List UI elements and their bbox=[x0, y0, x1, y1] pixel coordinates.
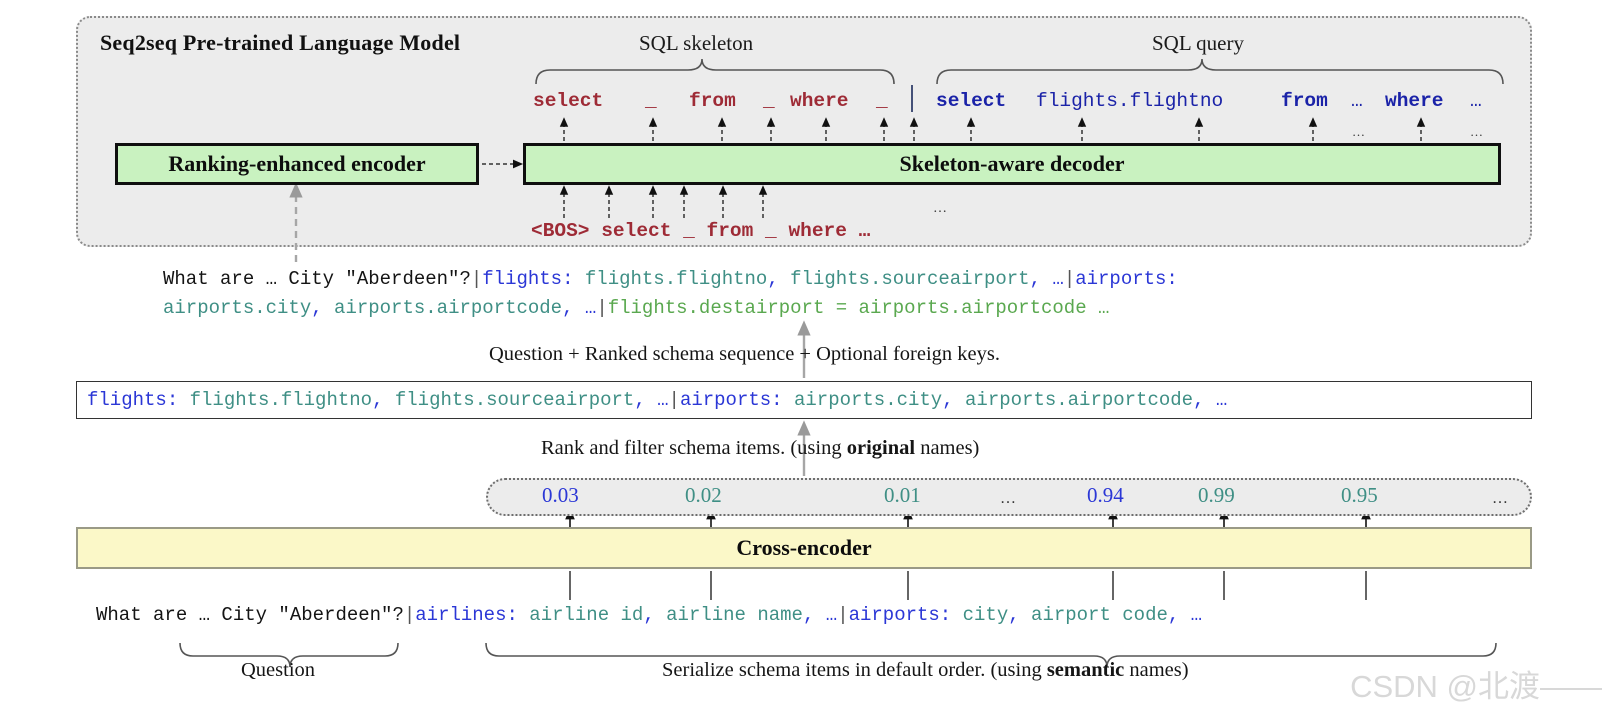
skeleton-token-slot-2: _ bbox=[763, 90, 775, 112]
query-token-where-ellipsis: … bbox=[1470, 90, 1482, 112]
rank-filter-caption-suffix: names) bbox=[915, 437, 980, 459]
panel-title: Seq2seq Pre-trained Language Model bbox=[100, 30, 461, 55]
separator-r1: | bbox=[668, 389, 680, 411]
cross-encoder-label: Cross-encoder bbox=[736, 535, 872, 560]
serialize-caption-bold: semantic bbox=[1046, 659, 1125, 681]
decoder-input-sequence: <BOS> select _ from _ where … bbox=[531, 220, 871, 242]
score-ellipsis-1: … bbox=[1000, 490, 1016, 507]
ranked-column-flightno: flights.flightno bbox=[189, 389, 373, 411]
serialize-schema-caption: Serialize schema items in default order.… bbox=[662, 659, 1189, 682]
encoder-box-label: Ranking-enhanced encoder bbox=[168, 151, 426, 176]
space bbox=[573, 268, 584, 290]
column-airports-airportcode: airports.airportcode bbox=[334, 297, 563, 319]
score-value-2: 0.02 bbox=[685, 483, 722, 507]
table-flights: flights: bbox=[482, 268, 574, 290]
serialize-caption-suffix: names) bbox=[1124, 659, 1189, 681]
ranked-column-sourceairport: flights.sourceairport bbox=[394, 389, 635, 411]
ce-table-airports: airports: bbox=[848, 604, 952, 626]
skeleton-token-where: where bbox=[790, 90, 849, 112]
ranked-schema-sequence: flights: flights.flightno, flights.sourc… bbox=[87, 389, 1227, 411]
ranked-column-city: airports.city bbox=[793, 389, 943, 411]
ranked-column-airportcode: airports.airportcode bbox=[965, 389, 1194, 411]
column-airports-city: airports.city bbox=[163, 297, 312, 319]
encoder-input-caption: Question + Ranked schema sequence + Opti… bbox=[489, 343, 1000, 365]
skeleton-token-from: from bbox=[689, 90, 736, 112]
table-airports: airports: bbox=[1075, 268, 1178, 290]
query-token-from-ellipsis: … bbox=[1351, 90, 1363, 112]
comma-r2: , bbox=[942, 389, 966, 411]
comma-r1: , bbox=[372, 389, 395, 411]
seq2seq-plm-panel bbox=[76, 16, 1532, 247]
sql-skeleton-label: SQL skeleton bbox=[639, 31, 754, 55]
ce-separator-1: | bbox=[403, 604, 416, 626]
ce-column-airline-id: airline id bbox=[529, 604, 644, 626]
column-flights-flightno: flights.flightno bbox=[584, 268, 768, 290]
query-token-column: flights.flightno bbox=[1036, 90, 1224, 112]
schema-scores-box bbox=[486, 478, 1532, 516]
rank-filter-caption-prefix: Rank and filter schema items. (using bbox=[541, 437, 847, 459]
space-r1 bbox=[178, 389, 189, 411]
separator-bar-2: | bbox=[1063, 268, 1076, 290]
ranking-enhanced-encoder-box[interactable]: Ranking-enhanced encoder bbox=[115, 143, 479, 185]
skeleton-token-slot-3: _ bbox=[876, 90, 888, 112]
serialize-caption-prefix: Serialize schema items in default order.… bbox=[662, 659, 1047, 681]
separator-bar: | bbox=[470, 268, 483, 290]
ce-table-airlines: airlines: bbox=[415, 604, 518, 626]
rank-filter-caption: Rank and filter schema items. (using ori… bbox=[541, 437, 979, 460]
score-ellipsis-2: … bbox=[1492, 490, 1508, 507]
score-value-3: 0.01 bbox=[884, 483, 921, 507]
ce-comma-ellipsis-1: , … bbox=[802, 604, 838, 626]
skeleton-token-select: select bbox=[533, 90, 604, 112]
encoder-input-line-2: airports.city, airports.airportcode, …|f… bbox=[163, 297, 1109, 319]
comma-3: , bbox=[311, 297, 335, 319]
cross-encoder-input-sequence: What are … City "Aberdeen"?|airlines: ai… bbox=[96, 604, 1202, 626]
score-value-1: 0.03 bbox=[542, 483, 579, 507]
ce-space-1 bbox=[518, 604, 529, 626]
ce-comma-1: , bbox=[643, 604, 667, 626]
ce-column-airport-code: airport code bbox=[1031, 604, 1168, 626]
sql-query-label: SQL query bbox=[1152, 31, 1244, 55]
score-value-4: 0.94 bbox=[1087, 483, 1124, 507]
csdn-watermark: CSDN @北渡—— bbox=[1350, 669, 1602, 704]
encoder-input-line-1: What are … City "Aberdeen"?|flights: fli… bbox=[163, 268, 1178, 290]
skeleton-token-slot-1: _ bbox=[645, 90, 657, 112]
ce-comma-ellipsis-2: , … bbox=[1167, 604, 1203, 626]
ranked-table-flights: flights: bbox=[87, 389, 179, 411]
column-flights-sourceairport: flights.sourceairport bbox=[790, 268, 1030, 290]
rank-filter-caption-bold: original bbox=[846, 437, 916, 459]
comma-ellipsis-2: , … bbox=[562, 297, 597, 319]
ce-comma-2: , bbox=[1008, 604, 1032, 626]
decoder-box-label: Skeleton-aware decoder bbox=[899, 151, 1125, 176]
ce-space-2 bbox=[951, 604, 962, 626]
score-value-5: 0.99 bbox=[1198, 483, 1235, 507]
ce-question-text: What are … City "Aberdeen"? bbox=[96, 604, 404, 626]
ce-column-airline-name: airline name bbox=[666, 604, 803, 626]
comma-ellipsis: , … bbox=[1029, 268, 1064, 290]
separator-bar-3: | bbox=[596, 297, 608, 319]
ranked-table-airports: airports: bbox=[679, 389, 783, 411]
space-r2 bbox=[783, 389, 794, 411]
question-brace-caption: Question bbox=[241, 659, 316, 681]
comma-ellipsis-r1: , … bbox=[634, 389, 669, 411]
question-text: What are … City "Aberdeen"? bbox=[163, 268, 471, 290]
skeleton-aware-decoder-box[interactable]: Skeleton-aware decoder bbox=[523, 143, 1501, 185]
ce-column-city: city bbox=[962, 604, 1009, 626]
query-token-where: where bbox=[1385, 90, 1444, 112]
query-token-from: from bbox=[1281, 90, 1328, 112]
foreign-key-expression: flights.destairport = airports.airportco… bbox=[607, 297, 1110, 319]
ce-separator-2: | bbox=[837, 604, 849, 626]
ranked-schema-box: flights: flights.flightno, flights.sourc… bbox=[76, 381, 1532, 419]
comma: , bbox=[767, 268, 791, 290]
query-token-select: select bbox=[936, 90, 1007, 112]
cross-encoder-box[interactable]: Cross-encoder bbox=[76, 527, 1532, 569]
comma-ellipsis-r2: , … bbox=[1193, 389, 1228, 411]
score-value-6: 0.95 bbox=[1341, 483, 1378, 507]
